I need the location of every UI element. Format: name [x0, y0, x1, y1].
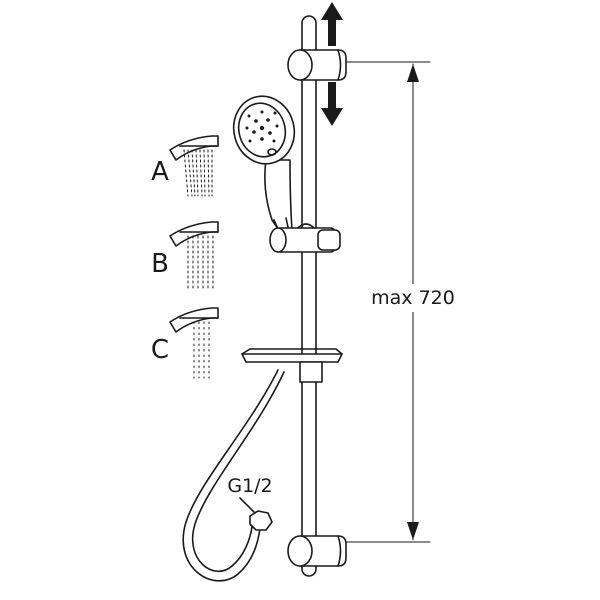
- spray-nozzles: [245, 110, 279, 143]
- hand-shower: [232, 95, 296, 239]
- bottom-wall-bracket: [287, 535, 347, 567]
- top-wall-bracket: [287, 49, 347, 81]
- dimension-line: [345, 61, 460, 543]
- spray-mode-c-illustration: [169, 307, 219, 379]
- up-arrow-icon: [321, 2, 343, 46]
- slider-holder: [269, 223, 341, 253]
- dimension-label: max 720: [371, 287, 455, 309]
- shower-hose: [182, 369, 285, 582]
- spray-mode-a-label: A: [151, 157, 169, 187]
- spray-mode-b-illustration: [169, 221, 219, 291]
- spray-mode-c-label: C: [151, 335, 169, 365]
- down-arrow-icon: [321, 82, 343, 126]
- spray-mode-a-illustration: [169, 135, 219, 197]
- hose-connector: [239, 497, 273, 531]
- slide-rail: [301, 15, 317, 577]
- spray-mode-b-label: B: [151, 249, 169, 279]
- soap-shelf: [241, 348, 343, 383]
- connector-label: G1/2: [227, 475, 272, 497]
